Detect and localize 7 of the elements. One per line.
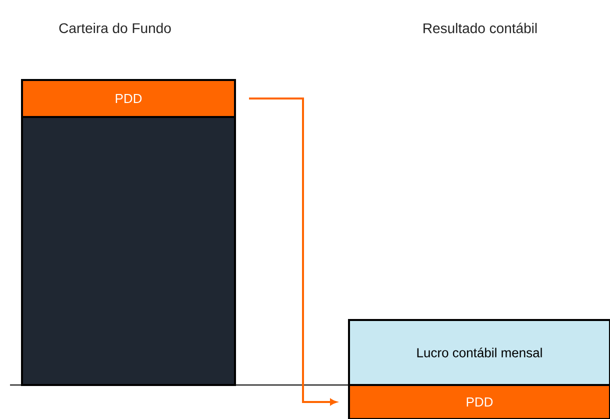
column (21, 116, 236, 386)
heading: Carteira do Fundo (59, 22, 171, 34)
arrow (249, 98, 337, 406)
label-box: PDD (21, 79, 236, 118)
heading: Resultado contábil (424, 22, 537, 34)
label-box: PDD (348, 384, 610, 419)
label-box: Lucro contábil mensal (348, 318, 610, 386)
